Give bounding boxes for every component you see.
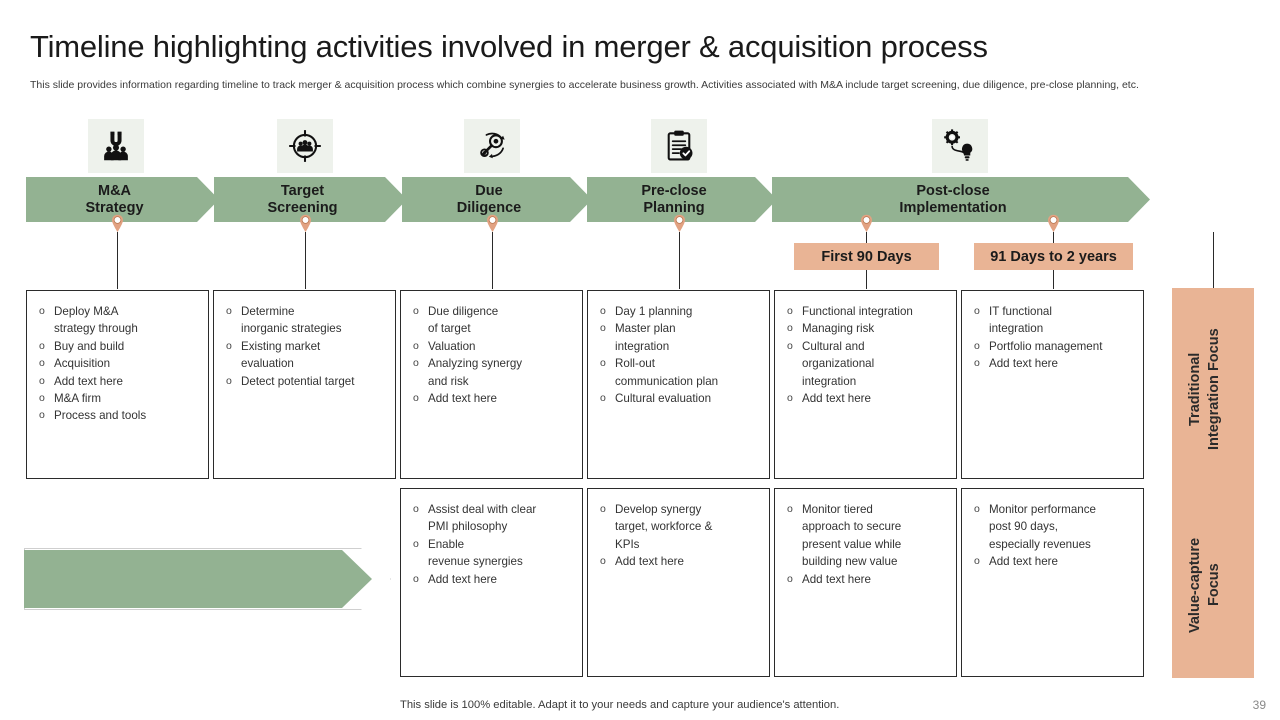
list-item: Develop synergy target, workforce & KPIs bbox=[598, 501, 761, 553]
list-item: Detect potential target bbox=[224, 373, 387, 391]
list-item: Due diligence of target bbox=[411, 303, 574, 338]
phase-label: Due Diligence bbox=[456, 182, 522, 216]
activity-list: Monitor performance post 90 days, especi… bbox=[972, 501, 1135, 571]
footer-note: This slide is 100% editable. Adapt it to… bbox=[400, 699, 840, 711]
connector-line bbox=[305, 232, 306, 289]
placeholder-arrow[interactable] bbox=[24, 550, 372, 608]
phase-label: M&A Strategy bbox=[85, 182, 144, 216]
activity-box[interactable]: Functional integration Managing risk Cul… bbox=[774, 290, 957, 479]
badge-label: 91 Days to 2 years bbox=[990, 248, 1117, 265]
list-item: Cultural evaluation bbox=[598, 390, 761, 408]
list-item: Monitor performance post 90 days, especi… bbox=[972, 501, 1135, 553]
activity-box[interactable]: Assist deal with clear PMI philosophy En… bbox=[400, 488, 583, 677]
icon-tile-post-close-implementation bbox=[932, 119, 988, 173]
top-divider bbox=[0, 0, 1280, 2]
activity-list: Assist deal with clear PMI philosophy En… bbox=[411, 501, 574, 588]
list-item: Enable revenue synergies bbox=[411, 536, 574, 571]
list-item: Master plan integration bbox=[598, 320, 761, 355]
list-item: Determine inorganic strategies bbox=[224, 303, 387, 338]
phase-label: Post-close Implementation bbox=[899, 182, 1007, 216]
list-item: Managing risk bbox=[785, 320, 948, 338]
period-badge-first-90-days[interactable]: First 90 Days bbox=[794, 243, 939, 270]
list-item: Add text here bbox=[37, 373, 200, 391]
connector-line bbox=[492, 232, 493, 289]
activity-box[interactable]: Develop synergy target, workforce & KPIs… bbox=[587, 488, 770, 677]
magnifier-gear-icon: $ bbox=[480, 132, 505, 159]
list-item: Add text here bbox=[411, 571, 574, 589]
activity-list: Day 1 planning Master plan integration R… bbox=[598, 303, 761, 408]
activity-list: IT functional integration Portfolio mana… bbox=[972, 303, 1135, 373]
activity-list: Monitor tiered approach to secure presen… bbox=[785, 501, 948, 588]
list-item: IT functional integration bbox=[972, 303, 1135, 338]
list-item: Valuation bbox=[411, 338, 574, 356]
clipboard-check-icon bbox=[667, 130, 693, 161]
timeline-pin bbox=[1047, 214, 1060, 232]
activity-box[interactable]: Deploy M&A strategy through Buy and buil… bbox=[26, 290, 209, 479]
magnet-people-icon bbox=[104, 131, 128, 161]
list-item: Add text here bbox=[598, 553, 761, 571]
focus-label-traditional-integration: Traditional Integration Focus bbox=[1187, 328, 1222, 450]
connector-line-focus bbox=[1213, 232, 1214, 289]
phase-chevron-pre-close-planning[interactable]: Pre-close Planning bbox=[587, 177, 777, 222]
icon-tile-ma-strategy bbox=[88, 119, 144, 173]
phase-chevron-due-diligence[interactable]: Due Diligence bbox=[402, 177, 592, 222]
activity-box[interactable]: IT functional integration Portfolio mana… bbox=[961, 290, 1144, 479]
focus-panel bbox=[1172, 288, 1254, 678]
activity-box[interactable]: Determine inorganic strategies Existing … bbox=[213, 290, 396, 479]
page-title: Timeline highlighting activities involve… bbox=[30, 29, 988, 64]
connector-line bbox=[117, 232, 118, 289]
list-item: Buy and build bbox=[37, 338, 200, 356]
list-item: Process and tools bbox=[37, 407, 200, 425]
list-item: M&A firm bbox=[37, 390, 200, 408]
icon-tile-target-screening bbox=[277, 119, 333, 173]
connector-line bbox=[679, 232, 680, 289]
timeline-pin bbox=[673, 214, 686, 232]
list-item: Add text here bbox=[411, 390, 574, 408]
list-item: Existing market evaluation bbox=[224, 338, 387, 373]
period-badge-91-days-to-2-years[interactable]: 91 Days to 2 years bbox=[974, 243, 1133, 270]
list-item: Roll-out communication plan bbox=[598, 355, 761, 390]
page-number: 39 bbox=[1252, 698, 1266, 712]
list-item: Acquisition bbox=[37, 355, 200, 373]
list-item: Monitor tiered approach to secure presen… bbox=[785, 501, 948, 571]
timeline-pin bbox=[486, 214, 499, 232]
activity-list: Develop synergy target, workforce & KPIs… bbox=[598, 501, 761, 571]
activity-box[interactable]: Monitor tiered approach to secure presen… bbox=[774, 488, 957, 677]
timeline-pin bbox=[299, 214, 312, 232]
list-item: Portfolio management bbox=[972, 338, 1135, 356]
list-item: Functional integration bbox=[785, 303, 948, 321]
badge-label: First 90 Days bbox=[821, 248, 912, 265]
phase-chevron-target-screening[interactable]: Target Screening bbox=[214, 177, 407, 222]
timeline-pin bbox=[860, 214, 873, 232]
list-item: Cultural and organizational integration bbox=[785, 338, 948, 390]
list-item: Deploy M&A strategy through bbox=[37, 303, 200, 338]
list-item: Add text here bbox=[785, 390, 948, 408]
activity-box[interactable]: Monitor performance post 90 days, especi… bbox=[961, 488, 1144, 677]
activity-list: Determine inorganic strategies Existing … bbox=[224, 303, 387, 390]
phase-chevron-ma-strategy[interactable]: M&A Strategy bbox=[26, 177, 219, 222]
slide-subtitle: This slide provides information regardin… bbox=[30, 79, 1139, 91]
phase-chevron-post-close-implementation[interactable]: Post-close Implementation bbox=[772, 177, 1150, 222]
activity-list: Functional integration Managing risk Cul… bbox=[785, 303, 948, 408]
phase-label: Target Screening bbox=[267, 182, 338, 216]
list-item: Assist deal with clear PMI philosophy bbox=[411, 501, 574, 536]
activity-box[interactable]: Day 1 planning Master plan integration R… bbox=[587, 290, 770, 479]
focus-label-value-capture: Value-capture Focus bbox=[1187, 537, 1222, 633]
list-item: Add text here bbox=[972, 553, 1135, 571]
activity-box[interactable]: Due diligence of target Valuation Analyz… bbox=[400, 290, 583, 479]
target-people-icon bbox=[289, 130, 321, 162]
list-item: Analyzing synergy and risk bbox=[411, 355, 574, 390]
activity-list: Due diligence of target Valuation Analyz… bbox=[411, 303, 574, 408]
activity-list: Deploy M&A strategy through Buy and buil… bbox=[37, 303, 200, 425]
icon-tile-due-diligence: $ bbox=[464, 119, 520, 173]
list-item: Add text here bbox=[785, 571, 948, 589]
list-item: Day 1 planning bbox=[598, 303, 761, 321]
gear-lightbulb-icon bbox=[944, 129, 973, 161]
list-item: Add text here bbox=[972, 355, 1135, 373]
svg-text:$: $ bbox=[483, 151, 486, 157]
icon-tile-pre-close-planning bbox=[651, 119, 707, 173]
timeline-pin bbox=[111, 214, 124, 232]
phase-label: Pre-close Planning bbox=[641, 182, 707, 216]
